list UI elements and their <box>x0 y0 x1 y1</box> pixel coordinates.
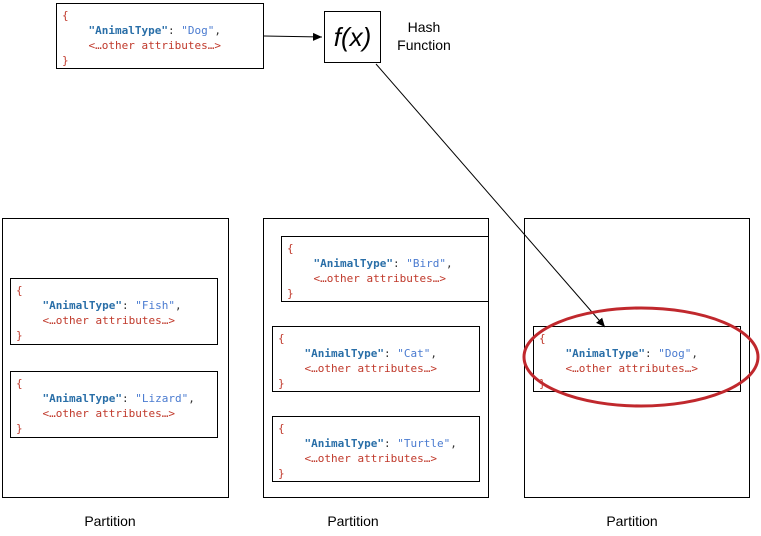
hash-label-line2: Function <box>397 37 451 53</box>
record-code: { "AnimalType": "Turtle", <…other attrib… <box>278 421 457 481</box>
record-fish: { "AnimalType": "Fish", <…other attribut… <box>10 278 218 345</box>
record-colon: : <box>167 24 182 37</box>
record-value: "Fish" <box>135 299 175 312</box>
open-brace: { <box>16 377 23 390</box>
record-code: { "AnimalType": "Lizard", <…other attrib… <box>16 376 195 436</box>
record-colon: : <box>121 299 136 312</box>
record-value: "Dog" <box>658 347 692 360</box>
record-lizard: { "AnimalType": "Lizard", <…other attrib… <box>10 371 218 438</box>
record-key: "AnimalType" <box>304 437 384 450</box>
record-code: { "AnimalType": "Bird", <…other attribut… <box>287 241 453 301</box>
record-comma: , <box>430 347 437 360</box>
record-colon: : <box>383 437 398 450</box>
open-brace: { <box>62 9 69 22</box>
hash-function-box: f(x) <box>324 11 381 63</box>
record-colon: : <box>644 347 659 360</box>
record-comma: , <box>445 257 453 270</box>
record-dog: { "AnimalType": "Dog", <…other attribute… <box>533 326 741 392</box>
record-code: { "AnimalType": "Fish", <…other attribut… <box>16 283 182 343</box>
record-other: <…other attributes…> <box>304 452 437 465</box>
record-other: <…other attributes…> <box>304 362 437 375</box>
record-key: "AnimalType" <box>565 347 645 360</box>
input-record: { "AnimalType": "Dog", <…other attribute… <box>56 3 264 69</box>
record-comma: , <box>214 24 221 37</box>
arrow-to-hash <box>263 32 323 41</box>
record-value: "Lizard" <box>135 392 189 405</box>
record-other: <…other attributes…> <box>313 272 446 285</box>
record-key: "AnimalType" <box>304 347 384 360</box>
input-record-code: { "AnimalType": "Dog", <…other attribute… <box>62 8 221 68</box>
close-brace: } <box>278 377 285 390</box>
record-key: "AnimalType" <box>88 24 168 37</box>
close-brace: } <box>287 287 294 300</box>
open-brace: { <box>539 332 546 345</box>
record-colon: : <box>383 347 398 360</box>
record-other: <…other attributes…> <box>42 407 175 420</box>
record-comma: , <box>174 299 182 312</box>
record-colon: : <box>392 257 407 270</box>
partition-label-1: Partition <box>84 513 136 529</box>
record-key: "AnimalType" <box>42 392 122 405</box>
partition-label-3: Partition <box>606 513 658 529</box>
close-brace: } <box>62 54 69 67</box>
open-brace: { <box>16 284 23 297</box>
record-other: <…other attributes…> <box>88 39 221 52</box>
record-value: "Cat" <box>397 347 431 360</box>
record-code: { "AnimalType": "Cat", <…other attribute… <box>278 331 437 391</box>
close-brace: } <box>278 467 285 480</box>
record-other: <…other attributes…> <box>565 362 698 375</box>
record-value: "Dog" <box>181 24 215 37</box>
partition-1 <box>2 218 229 498</box>
record-comma: , <box>188 392 195 405</box>
open-brace: { <box>287 242 294 255</box>
record-key: "AnimalType" <box>42 299 122 312</box>
record-comma: , <box>691 347 698 360</box>
record-other: <…other attributes…> <box>42 314 175 327</box>
close-brace: } <box>16 422 23 435</box>
record-value: "Bird" <box>406 257 446 270</box>
record-key: "AnimalType" <box>313 257 393 270</box>
record-comma: , <box>450 437 457 450</box>
record-code: { "AnimalType": "Dog", <…other attribute… <box>539 331 698 391</box>
record-value: "Turtle" <box>397 437 451 450</box>
close-brace: } <box>539 377 546 390</box>
record-bird: { "AnimalType": "Bird", <…other attribut… <box>281 236 489 302</box>
partition-label-2: Partition <box>327 513 379 529</box>
hash-label-line1: Hash <box>407 19 441 35</box>
record-colon: : <box>121 392 136 405</box>
open-brace: { <box>278 422 285 435</box>
record-turtle: { "AnimalType": "Turtle", <…other attrib… <box>272 416 480 482</box>
close-brace: } <box>16 329 23 342</box>
hash-function-label: Hash Function <box>392 18 456 54</box>
record-cat: { "AnimalType": "Cat", <…other attribute… <box>272 326 480 392</box>
open-brace: { <box>278 332 285 345</box>
